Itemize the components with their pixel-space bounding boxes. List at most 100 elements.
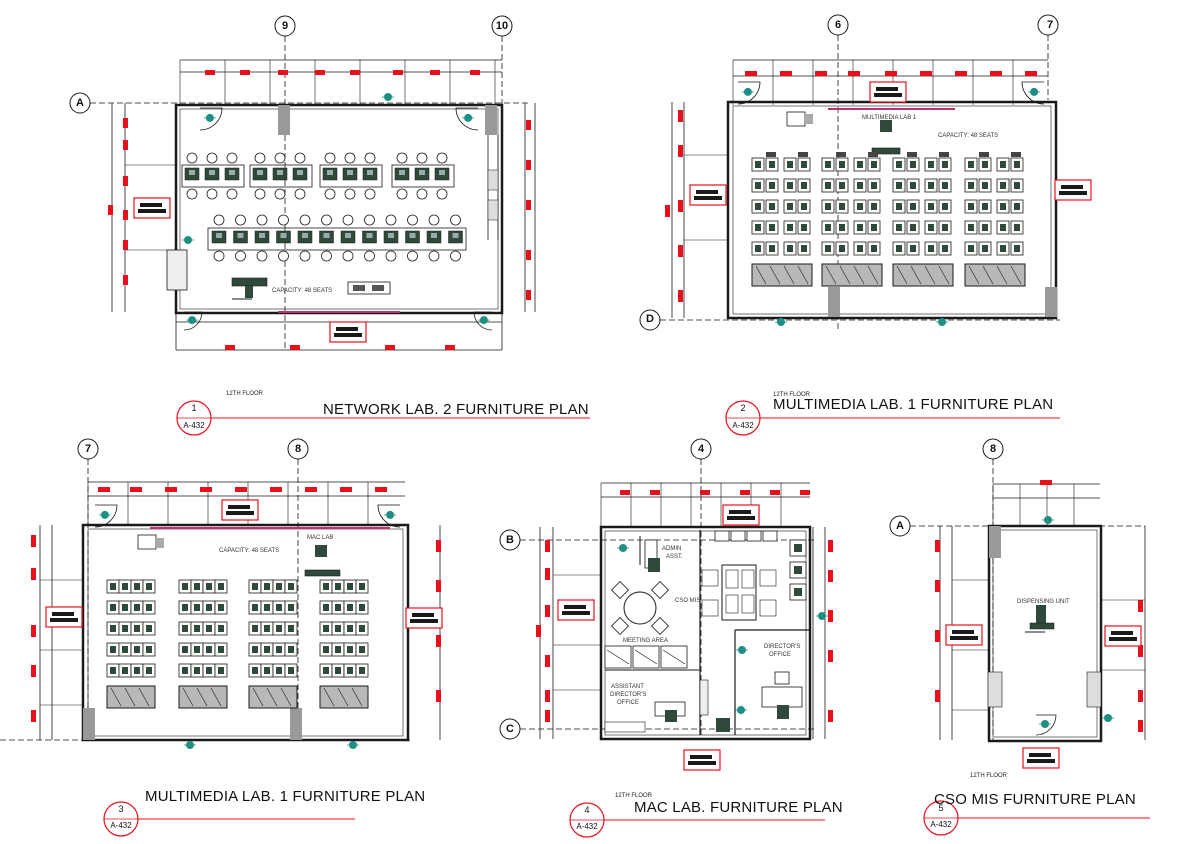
chair-icon bbox=[186, 152, 198, 164]
lab-chair-icon bbox=[1000, 161, 1006, 168]
storage-cabinet bbox=[178, 685, 228, 709]
dispenser-unit bbox=[1036, 605, 1046, 623]
dimension-marker bbox=[235, 487, 247, 492]
dimension-marker bbox=[375, 487, 387, 492]
instructor-desk bbox=[231, 277, 268, 287]
chair-icon bbox=[396, 188, 408, 200]
dimension-marker bbox=[31, 535, 36, 547]
dimension-marker bbox=[98, 487, 110, 492]
room-label-dispensing-unit: DISPENSING UNIT bbox=[1017, 599, 1070, 605]
monitor-icon bbox=[794, 544, 802, 552]
monitor-icon bbox=[836, 152, 846, 157]
wall-line bbox=[634, 649, 658, 665]
lab-chair-icon bbox=[194, 604, 200, 611]
lab-chair-icon bbox=[857, 245, 863, 252]
lab-chair-icon bbox=[942, 224, 948, 231]
lab-chair-icon bbox=[769, 161, 775, 168]
floor-note-5: 12TH FLOOR bbox=[970, 773, 1008, 779]
dimension-marker bbox=[31, 710, 36, 722]
lab-chair-icon bbox=[252, 625, 258, 632]
lab-chair-icon bbox=[755, 203, 761, 210]
dimension-marker bbox=[1138, 690, 1143, 702]
dimension-marker bbox=[740, 490, 750, 495]
room-label-admin: ADMIN bbox=[662, 546, 682, 552]
monitor-icon bbox=[280, 233, 287, 238]
lab-chair-icon bbox=[182, 583, 188, 590]
lab-chair-icon bbox=[182, 667, 188, 674]
chair-icon bbox=[342, 214, 354, 226]
column bbox=[83, 708, 95, 740]
chair-icon bbox=[416, 152, 428, 164]
dimension-marker bbox=[800, 490, 810, 495]
monitor-icon bbox=[229, 170, 235, 175]
tag-number-5: 5 bbox=[938, 803, 944, 813]
tag-sheet-3: A-432 bbox=[110, 821, 132, 830]
room-label-capacity-1: CAPACITY: 48 SEATS bbox=[272, 288, 333, 294]
monitor-icon bbox=[388, 233, 394, 238]
storage-cabinet bbox=[892, 263, 954, 287]
equipment-tag-icon bbox=[688, 761, 716, 765]
equipment-tag-icon bbox=[874, 93, 902, 97]
chair bbox=[777, 705, 789, 719]
director-desk bbox=[761, 686, 803, 708]
lab-chair-icon bbox=[871, 182, 877, 189]
tag-sheet-4: A-432 bbox=[576, 822, 598, 831]
equipment-tag-icon bbox=[1109, 637, 1137, 641]
grid-label-7b: 7 bbox=[84, 443, 92, 455]
wall-line bbox=[252, 687, 264, 707]
equipment-tag-icon bbox=[138, 209, 166, 213]
dimension-marker bbox=[678, 290, 683, 302]
monitor-icon bbox=[237, 233, 244, 238]
computer-desk bbox=[730, 530, 746, 542]
lab-chair-icon bbox=[288, 604, 294, 611]
lab-chair-icon bbox=[871, 203, 877, 210]
dimension-marker bbox=[290, 345, 300, 350]
dimension-marker bbox=[385, 345, 395, 350]
dimension-marker bbox=[123, 140, 128, 150]
chair bbox=[759, 599, 777, 617]
dimension-marker bbox=[436, 635, 441, 647]
lab-chair-icon bbox=[347, 604, 353, 611]
meeting-chair bbox=[610, 580, 630, 600]
wall-line bbox=[1010, 265, 1022, 285]
room-wall bbox=[174, 103, 504, 315]
plan-title-3: MULTIMEDIA LAB. 1 FURNITURE PLAN bbox=[145, 788, 426, 805]
wall-line bbox=[839, 265, 851, 285]
equipment-tag-icon bbox=[694, 196, 722, 200]
dimension-marker bbox=[678, 245, 683, 257]
mac-lab-plan bbox=[499, 438, 833, 771]
wall-line bbox=[351, 687, 363, 707]
lab-chair-icon bbox=[288, 667, 294, 674]
equipment-tag-icon bbox=[133, 197, 171, 219]
door-swing bbox=[455, 107, 479, 131]
dimension-marker bbox=[678, 200, 683, 212]
dimension-marker bbox=[545, 605, 550, 617]
room-label-asst-2: DIRECTOR'S bbox=[610, 692, 647, 698]
dimension-marker bbox=[526, 290, 531, 300]
door-swing bbox=[1021, 81, 1045, 105]
chair bbox=[665, 710, 677, 722]
chair-icon bbox=[294, 188, 306, 200]
lab-chair-icon bbox=[194, 583, 200, 590]
lab-chair-icon bbox=[839, 245, 845, 252]
dimension-marker bbox=[780, 71, 792, 76]
chair bbox=[759, 569, 777, 587]
lab-chair-icon bbox=[896, 203, 902, 210]
lab-chair-icon bbox=[910, 224, 916, 231]
lab-chair-icon bbox=[194, 646, 200, 653]
monitor-icon bbox=[327, 170, 333, 175]
equipment-tag-icon bbox=[52, 612, 74, 616]
dimension-marker bbox=[1138, 600, 1143, 612]
storage-cabinet bbox=[319, 685, 369, 709]
dimension-marker bbox=[436, 690, 441, 702]
lab-chair-icon bbox=[206, 604, 212, 611]
chair-icon bbox=[299, 214, 311, 226]
lab-chair-icon bbox=[1000, 245, 1006, 252]
dimension-marker bbox=[536, 625, 541, 637]
chair-icon bbox=[385, 250, 397, 262]
room-label-directors-2: OFFICE bbox=[769, 652, 791, 658]
grid-label-6: 6 bbox=[834, 19, 842, 31]
dimension-marker bbox=[665, 205, 670, 217]
lab-chair-icon bbox=[359, 646, 365, 653]
tag-number-3: 3 bbox=[118, 804, 124, 814]
